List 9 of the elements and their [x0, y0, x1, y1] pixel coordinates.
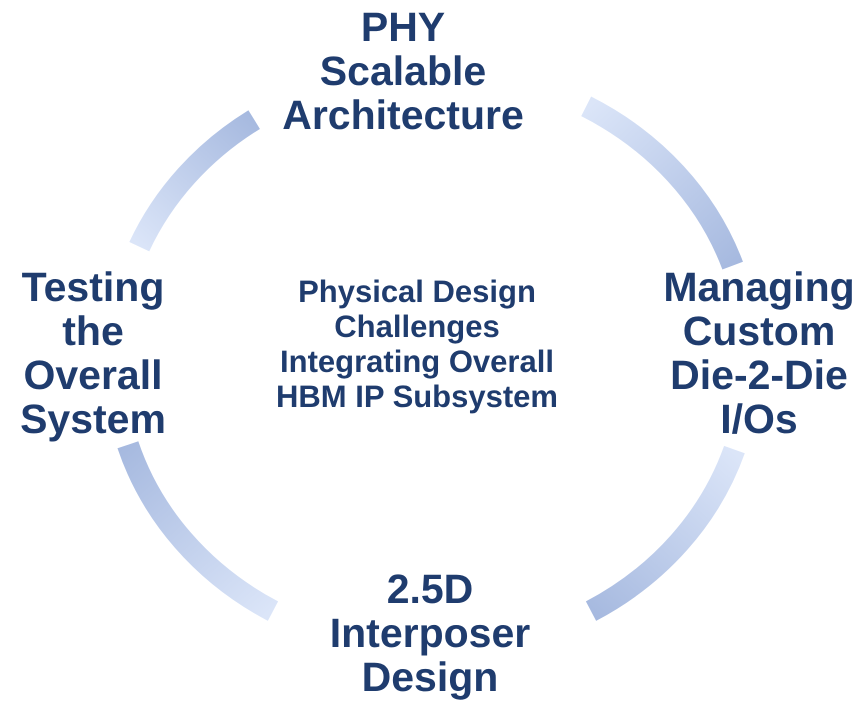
center-text: Physical Design Challenges Integrating Overall HBM IP Subsystem	[275, 274, 559, 414]
arc-connector	[585, 445, 745, 621]
arc-connector	[130, 110, 260, 252]
step-label: PHY Scalable Architecture	[273, 5, 533, 137]
step-label: 2.5D Interposer Design	[305, 567, 555, 699]
step-label: Testing the Overall System	[0, 265, 186, 441]
step-label: Managing Custom Die-2-Die I/Os	[653, 265, 865, 441]
arc-connector	[580, 96, 743, 270]
arc-connector	[118, 440, 279, 621]
